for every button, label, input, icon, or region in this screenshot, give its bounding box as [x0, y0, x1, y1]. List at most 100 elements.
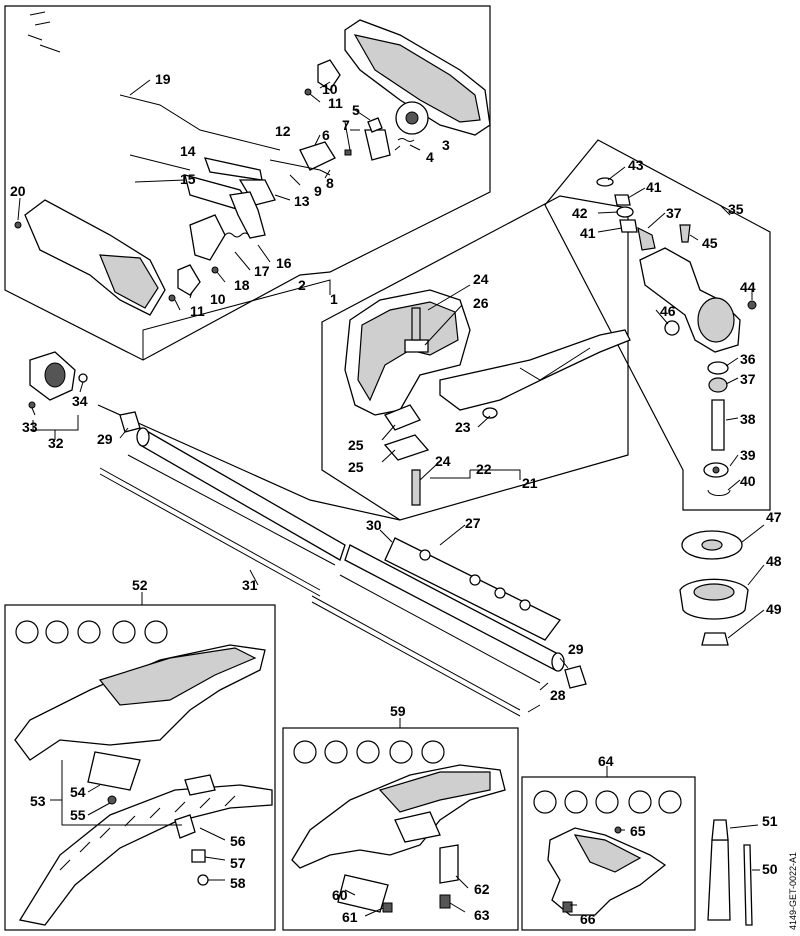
label-20: 20: [10, 183, 26, 199]
label-25-b: 25: [348, 459, 364, 475]
decal-icon-d: [519, 599, 531, 611]
circlip-40: [707, 489, 731, 496]
frame-handle-group: [4, 5, 491, 361]
label-24-bottom: 24: [435, 453, 451, 469]
clip-body-hole: [44, 362, 66, 388]
label-42: 42: [572, 205, 588, 221]
label-25-a: 25: [348, 437, 364, 453]
guard-59-clip: [394, 811, 441, 843]
icon-grass-blade: [77, 620, 101, 644]
nut-23: [482, 407, 498, 419]
bearing-39-center: [712, 466, 720, 474]
thrust-plate-47-inner: [701, 539, 723, 551]
label-8: 8: [326, 175, 334, 191]
leaders-loop: [381, 284, 521, 481]
gear-37: [708, 377, 728, 393]
label-28: 28: [550, 687, 566, 703]
label-56: 56: [230, 833, 246, 849]
guard-52-top: [98, 647, 257, 706]
decal-icon-c: [494, 587, 506, 599]
handle-shell-inner: [353, 34, 481, 123]
clamp-top: [317, 59, 341, 91]
guard-skirt-53: [18, 784, 273, 926]
label-41-top: 41: [646, 179, 662, 195]
label-37-top: 37: [666, 205, 682, 221]
label-57: 57: [230, 855, 246, 871]
gearhead-assembly: [596, 166, 765, 646]
label-22: 22: [476, 461, 492, 477]
throttle-cable: [119, 94, 281, 151]
screw-45: [679, 224, 691, 243]
mount-62: [439, 844, 459, 884]
icon-row-52: [15, 620, 168, 644]
screw-24-top: [411, 307, 421, 341]
guide-tube-left: [99, 467, 321, 597]
icon-brush-knife-59: [389, 740, 413, 764]
barrier-bar-bend: [519, 347, 591, 381]
label-12: 12: [275, 123, 291, 139]
guard-skirt-teeth: [59, 795, 236, 871]
label-5: 5: [352, 102, 360, 118]
label-1: 1: [330, 291, 338, 307]
grease-tube-51: [707, 839, 731, 921]
label-55: 55: [70, 807, 86, 823]
stop-switch-center: [405, 111, 419, 125]
leaders-grease: [729, 824, 760, 871]
label-54: 54: [70, 784, 86, 800]
icon-brush-knife: [112, 620, 136, 644]
wire-ends: [27, 11, 61, 53]
grease-and-rod: [707, 819, 760, 926]
label-36: 36: [740, 351, 756, 367]
drive-shaft-upper: [127, 454, 336, 566]
clamp-25-b: [383, 434, 430, 461]
label-9: 9: [314, 183, 322, 199]
drive-tube-end-right: [551, 652, 565, 672]
leaders-guard-64: [570, 766, 625, 906]
leaders-shaft: [119, 427, 569, 713]
control-handle-assembly: [14, 11, 491, 360]
label-4: 4: [426, 149, 434, 165]
label-27: 27: [465, 515, 481, 531]
ring-41-b: [619, 219, 638, 233]
frame-guard-52: [4, 604, 276, 931]
label-33: 33: [22, 419, 38, 435]
frame-gearhead-group: [544, 139, 771, 511]
reference-code: 4149-GET-0022-A1: [788, 852, 798, 930]
label-11-top: 11: [328, 95, 343, 111]
leaders-clip: [31, 381, 84, 440]
mount-56: [174, 814, 196, 839]
label-51: 51: [762, 813, 778, 829]
label-62: 62: [474, 881, 490, 897]
bushing-29-right: [564, 665, 587, 689]
label-30: 30: [366, 517, 382, 533]
label-21: 21: [522, 475, 538, 491]
label-2: 2: [298, 277, 306, 293]
label-37-bottom: 37: [740, 371, 756, 387]
label-23: 23: [455, 419, 471, 435]
decal-icon-a: [419, 549, 431, 561]
lever-7: [364, 129, 391, 161]
nut-57: [191, 849, 206, 863]
label-63: 63: [474, 907, 490, 923]
lever-15: [229, 191, 266, 239]
label-40: 40: [740, 473, 756, 489]
barrier-bar: [439, 329, 631, 411]
label-13: 13: [294, 193, 310, 209]
label-66: 66: [580, 911, 596, 927]
screw-55: [107, 795, 117, 805]
screw-63: [439, 894, 451, 909]
screw-11-bottom: [168, 294, 176, 302]
label-38: 38: [740, 411, 756, 427]
bracket-1-2: [142, 279, 331, 360]
nut-49: [701, 632, 729, 646]
plate-60: [337, 874, 389, 913]
handle-housing-detail: [99, 254, 159, 309]
spacer-26: [404, 339, 429, 353]
icon-row-59: [293, 740, 445, 764]
icon-polycut-59: [324, 740, 348, 764]
icon-brush-knife-64: [628, 790, 652, 814]
handle-half-16: [189, 214, 226, 261]
trigger-12: [299, 141, 336, 171]
leaders-handle: [17, 79, 421, 311]
clamp-25-a: [384, 404, 421, 431]
